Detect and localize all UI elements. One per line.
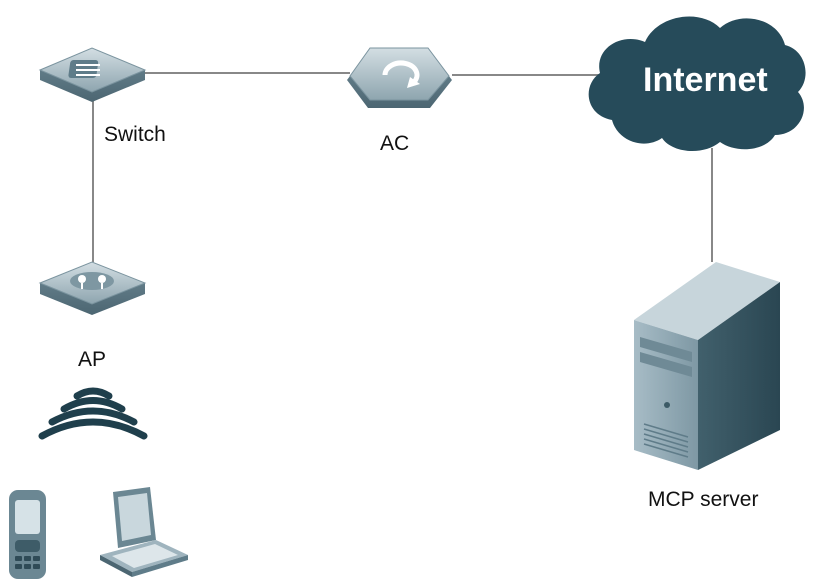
laptop-icon (100, 487, 188, 577)
access-point-icon (38, 261, 147, 315)
access-controller-icon (347, 47, 452, 108)
links (92, 72, 713, 262)
cloud-icon (588, 16, 806, 152)
mcp-server-label: MCP server (648, 488, 758, 511)
wireless-signal-icon (38, 387, 148, 440)
ap-label: AP (78, 348, 106, 371)
ac-node: AC (347, 47, 452, 155)
mcp-server-node: MCP server (634, 262, 780, 511)
internet-node: Internet (588, 16, 806, 152)
switch-icon (38, 47, 147, 102)
server-tower-icon (634, 262, 780, 470)
ac-label: AC (380, 132, 409, 155)
ap-node: AP (38, 261, 147, 371)
switch-node: Switch (38, 47, 166, 146)
internet-label: Internet (643, 61, 768, 99)
mobile-phone-icon (9, 490, 46, 579)
switch-label: Switch (104, 123, 166, 146)
